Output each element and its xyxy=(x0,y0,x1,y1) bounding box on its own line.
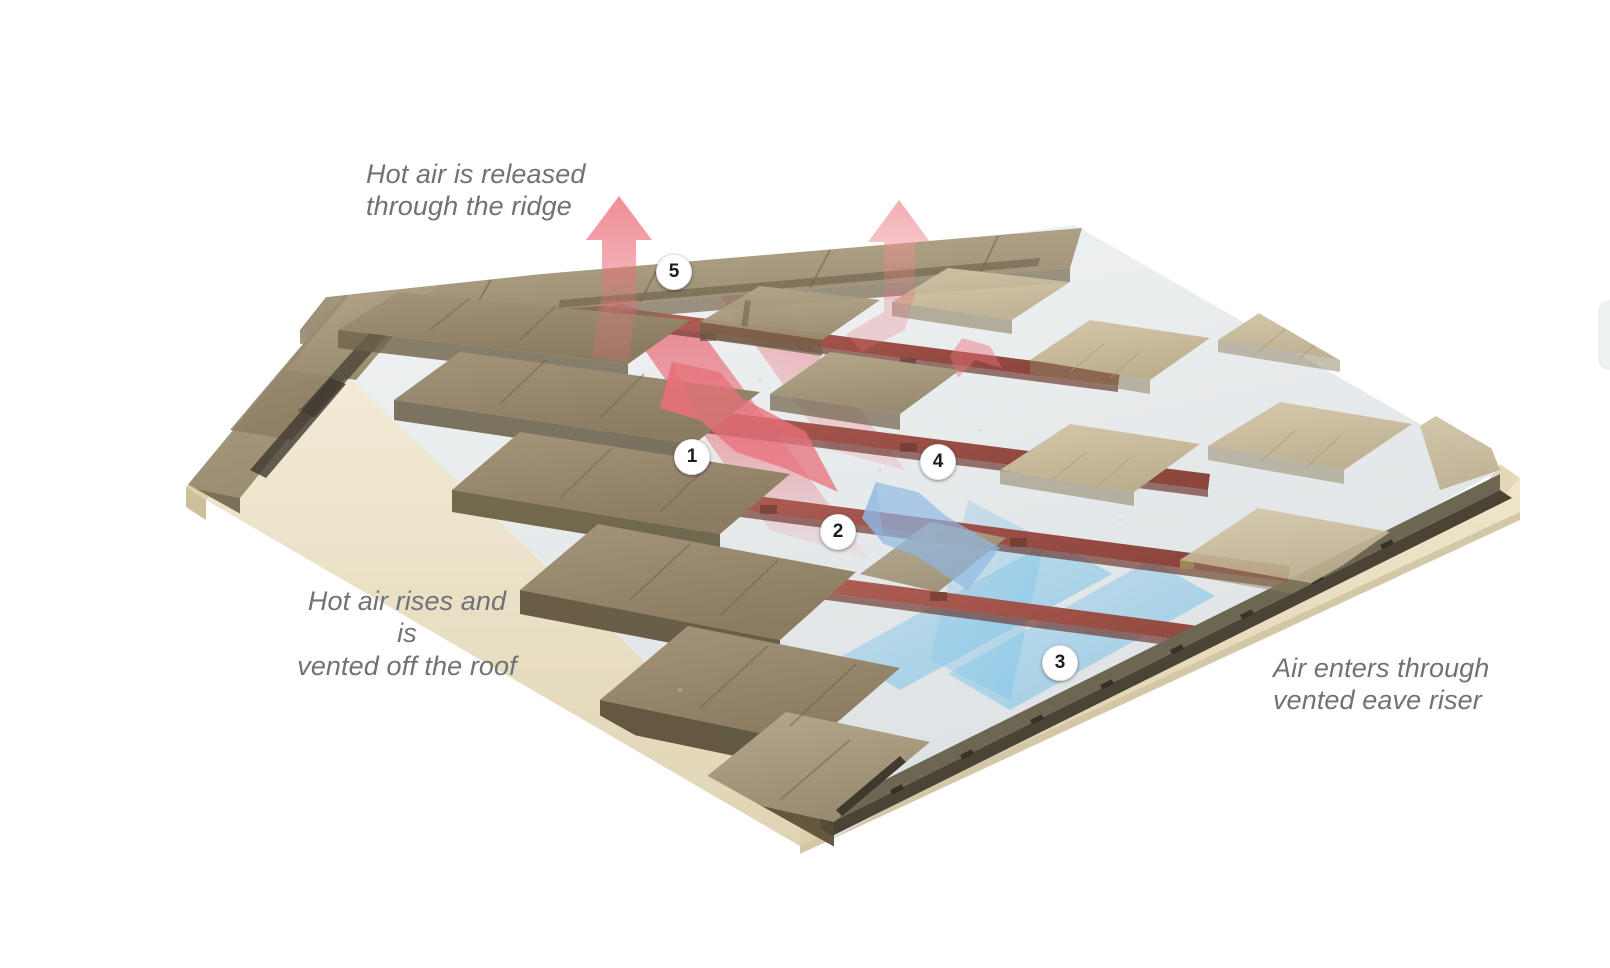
right-edge-panel-peek xyxy=(1598,300,1610,370)
annotation-ridge: Hot air is released through the ridge xyxy=(366,159,586,222)
annotation-hot-air-rises: Hot air rises and is vented off the roof xyxy=(297,586,517,681)
ridge-exhaust-arrow-primary xyxy=(586,196,652,312)
annotation-eave-intake: Air enters through vented eave riser xyxy=(1273,653,1490,716)
hot-air-arrow-secondary xyxy=(950,338,1002,378)
left-rake-edge-thickness xyxy=(186,487,206,520)
intake-air-arrow xyxy=(862,482,1000,590)
ridge-exhaust-plume-primary xyxy=(592,300,638,362)
callout-badge-underlayment[interactable]: 2 xyxy=(820,514,856,550)
deck-shadow-line xyxy=(800,512,1520,854)
ridge-exhaust-arrow-secondary xyxy=(846,200,930,352)
callout-badge-concrete-roof-tile[interactable]: 1 xyxy=(674,439,710,475)
callout-badge-elevated-batten[interactable]: 4 xyxy=(920,444,956,480)
hot-air-arrow-upslope xyxy=(660,362,838,492)
eave-riser-face xyxy=(820,490,1512,836)
callout-badge-vented-eave-riser[interactable]: 3 xyxy=(1042,645,1078,681)
callout-badge-vented-ridge[interactable]: 5 xyxy=(656,254,692,290)
